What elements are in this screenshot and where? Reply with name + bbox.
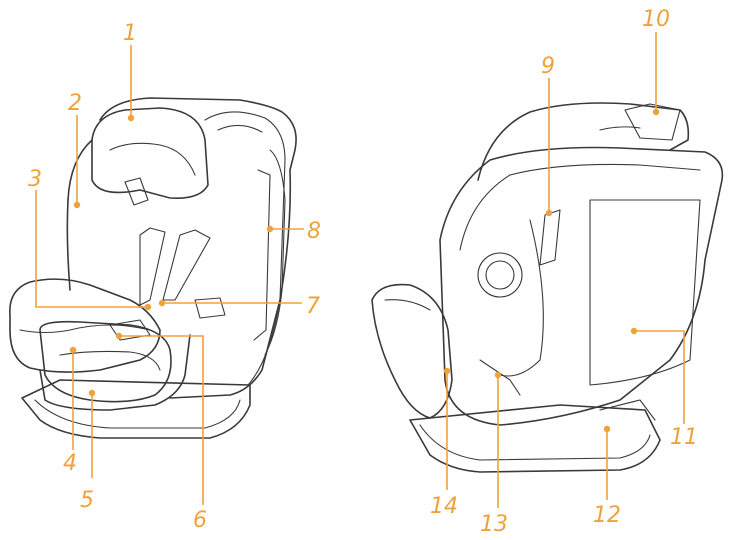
rear-view-seat-illustration [371, 102, 724, 473]
callout-number-9: 9 [541, 54, 555, 79]
callout-number-8: 8 [307, 219, 321, 244]
leader-dot-2 [73, 201, 81, 209]
leader-dot-3 [144, 303, 152, 311]
callout-number-3: 3 [28, 167, 42, 192]
callout-number-13: 13 [480, 512, 508, 537]
leader-dot-10 [652, 108, 660, 116]
leader-3 [35, 190, 148, 308]
leader-dot-1 [127, 114, 135, 122]
leader-6 [119, 335, 204, 505]
leader-dot-8 [266, 225, 274, 233]
callout-number-14: 14 [430, 494, 458, 519]
callout-number-7: 7 [306, 294, 320, 319]
leader-dot-12 [603, 425, 611, 433]
callout-number-12: 12 [593, 503, 621, 528]
callout-numbers: 1 2 3 4 5 6 7 8 9 10 11 12 13 14 [28, 7, 698, 537]
callout-number-11: 11 [670, 425, 698, 450]
leader-11 [634, 330, 685, 424]
leader-dot-7 [158, 299, 166, 307]
leader-dot-13 [494, 371, 502, 379]
leader-dot-5 [88, 389, 96, 397]
callout-number-4: 4 [63, 451, 77, 476]
callout-number-10: 10 [642, 7, 670, 32]
callout-number-6: 6 [193, 508, 207, 533]
leader-dot-9 [545, 209, 553, 217]
leader-dot-11 [630, 327, 638, 335]
leader-dot-6 [115, 332, 123, 340]
callout-number-2: 2 [68, 91, 82, 116]
leader-dot-14 [443, 367, 451, 375]
callout-leaders [35, 32, 685, 508]
callout-number-5: 5 [80, 488, 94, 513]
front-view-seat-illustration [9, 97, 297, 439]
callout-number-1: 1 [123, 21, 137, 46]
leader-dot-4 [69, 346, 77, 354]
